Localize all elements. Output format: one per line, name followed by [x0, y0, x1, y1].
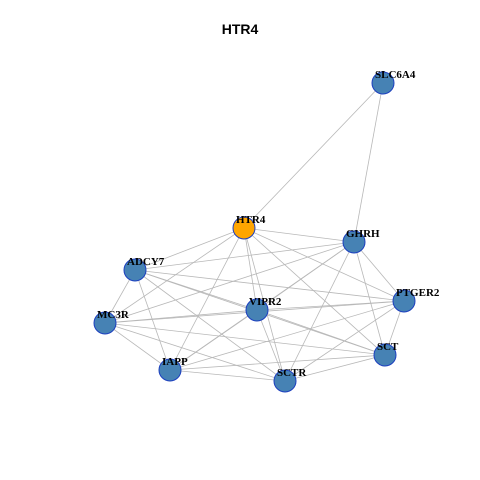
- node-label-htr4: HTR4: [236, 214, 266, 226]
- node-adcy7[interactable]: ADCY7: [123, 256, 165, 282]
- edge-adcy7-sctr: [134, 269, 286, 382]
- node-circle-ghrh[interactable]: [342, 230, 366, 254]
- edge-vipr2-mc3r: [104, 309, 258, 324]
- edge-ghrh-sct: [353, 241, 386, 356]
- edge-ghrh-sctr: [284, 241, 355, 382]
- edge-slc6a4-ghrh: [353, 82, 384, 243]
- edge-htr4-iapp: [169, 227, 245, 371]
- node-circle-htr4[interactable]: [232, 216, 256, 240]
- edge-ghrh-ptger2: [353, 241, 405, 302]
- node-sctr[interactable]: SCTR: [273, 367, 307, 393]
- node-label-mc3r: MC3R: [97, 309, 130, 321]
- node-slc6a4[interactable]: SLC6A4: [371, 69, 416, 95]
- edge-mc3r-sct: [104, 322, 386, 356]
- node-circle-vipr2[interactable]: [245, 298, 269, 322]
- node-circle-sctr[interactable]: [273, 369, 297, 393]
- edge-vipr2-sct: [256, 309, 386, 356]
- edge-ghrh-adcy7: [134, 241, 355, 271]
- edge-htr4-ghrh: [243, 227, 355, 243]
- node-vipr2[interactable]: VIPR2: [245, 296, 282, 322]
- node-label-slc6a4: SLC6A4: [375, 69, 416, 81]
- edge-adcy7-iapp: [134, 269, 171, 371]
- edge-sct-sctr: [284, 354, 386, 382]
- node-iapp[interactable]: IAPP: [158, 356, 188, 382]
- edge-htr4-ptger2: [243, 227, 405, 302]
- edge-sct-iapp: [169, 354, 386, 371]
- edge-htr4-vipr2: [243, 227, 258, 311]
- edge-iapp-sctr: [169, 369, 286, 382]
- node-label-ghrh: GHRH: [346, 228, 380, 240]
- node-label-iapp: IAPP: [162, 356, 188, 368]
- edge-ghrh-mc3r: [104, 241, 355, 324]
- node-label-adcy7: ADCY7: [127, 256, 165, 268]
- edge-mc3r-sctr: [104, 322, 286, 382]
- node-circle-sct[interactable]: [373, 343, 397, 367]
- edge-ptger2-iapp: [169, 300, 405, 371]
- edge-vipr2-iapp: [169, 309, 258, 371]
- edge-htr4-sct: [243, 227, 386, 356]
- node-label-ptger2: PTGER2: [396, 287, 440, 299]
- node-sct[interactable]: SCT: [373, 341, 399, 367]
- node-htr4[interactable]: HTR4: [232, 214, 266, 240]
- edge-htr4-mc3r: [104, 227, 245, 324]
- node-label-vipr2: VIPR2: [249, 296, 282, 308]
- node-circle-mc3r[interactable]: [93, 311, 117, 335]
- node-circle-slc6a4[interactable]: [371, 71, 395, 95]
- node-circle-ptger2[interactable]: [392, 289, 416, 313]
- node-label-sct: SCT: [377, 341, 399, 353]
- node-mc3r[interactable]: MC3R: [93, 309, 130, 335]
- graph-title: HTR4: [221, 21, 259, 37]
- node-circle-adcy7[interactable]: [123, 258, 147, 282]
- node-ghrh[interactable]: GHRH: [342, 228, 380, 254]
- edge-vipr2-sctr: [256, 309, 286, 382]
- edge-mc3r-iapp: [104, 322, 171, 371]
- edge-slc6a4-htr4: [243, 82, 384, 229]
- edge-htr4-adcy7: [134, 227, 245, 271]
- node-ptger2[interactable]: PTGER2: [392, 287, 440, 313]
- node-circle-iapp[interactable]: [158, 358, 182, 382]
- node-label-sctr: SCTR: [277, 367, 307, 379]
- edge-adcy7-ptger2: [134, 269, 405, 302]
